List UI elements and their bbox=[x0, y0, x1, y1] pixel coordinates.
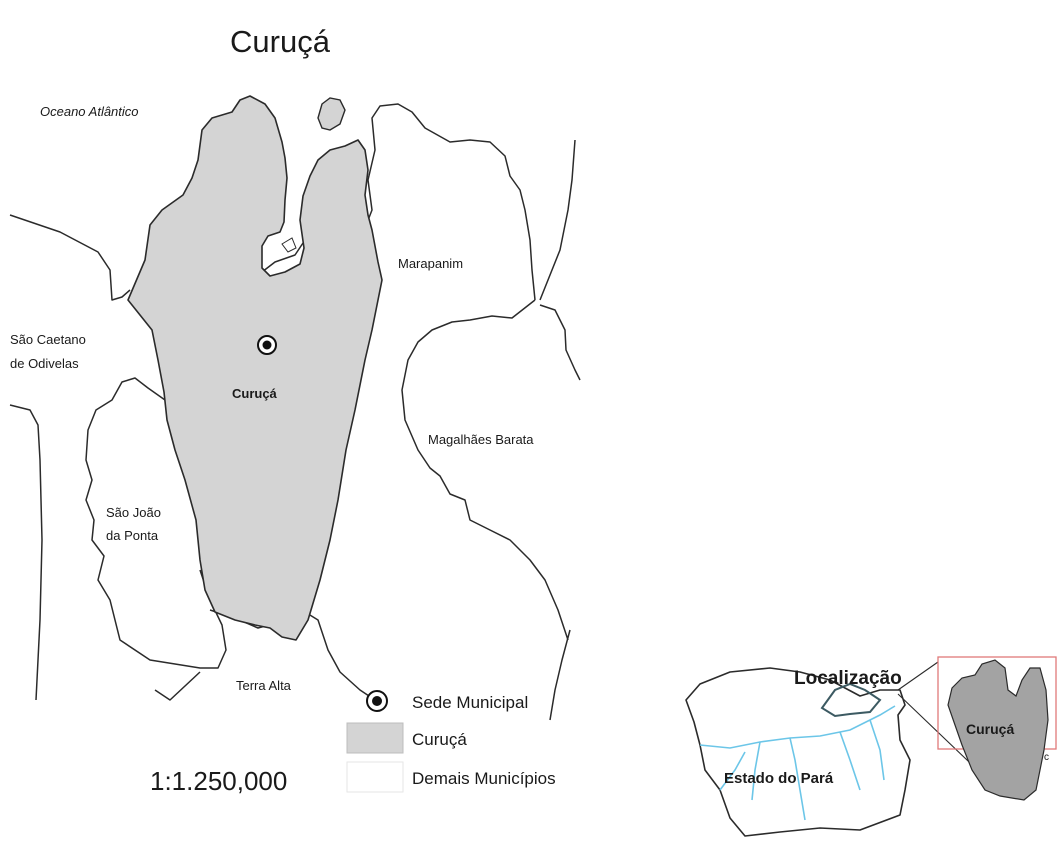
label-terra-alta: Terra Alta bbox=[236, 678, 292, 693]
inset-title: Localização bbox=[794, 668, 902, 689]
inset-curuca-area bbox=[947, 659, 1049, 801]
label-curuca: Curuçá bbox=[232, 386, 278, 401]
boundary-inner-coast bbox=[261, 239, 306, 273]
label-marapanim: Marapanim bbox=[398, 256, 463, 271]
curuca-island bbox=[317, 97, 346, 131]
legend-demais-label: Demais Municípios bbox=[412, 769, 556, 788]
inset-curuca-label: Curuçá bbox=[966, 721, 1014, 737]
curuca-area bbox=[127, 95, 383, 641]
label-ocean: Oceano Atlântico bbox=[40, 104, 139, 119]
location-inset: Localização Estado do Pará Curuçá c bbox=[685, 656, 1057, 837]
label-magalhaes: Magalhães Barata bbox=[428, 432, 534, 447]
label-sao-caetano-1: São Caetano bbox=[10, 332, 86, 347]
boundary-magalhaes-west bbox=[401, 299, 569, 641]
inset-cut-letter: c bbox=[1044, 752, 1049, 763]
municipal-boundaries bbox=[9, 103, 581, 721]
label-sao-joao-2: da Ponta bbox=[106, 528, 159, 543]
legend-sede-label: Sede Municipal bbox=[412, 693, 528, 712]
boundary-east-edge bbox=[549, 629, 571, 721]
legend-curuca-label: Curuçá bbox=[412, 730, 467, 749]
legend-curuca-swatch bbox=[346, 722, 404, 754]
inlet bbox=[281, 237, 297, 253]
estuary bbox=[820, 682, 882, 718]
legend: Sede Municipal Curuçá Demais Municípios bbox=[346, 690, 556, 793]
label-sao-joao-1: São João bbox=[106, 505, 161, 520]
inset-state-label: Estado do Pará bbox=[724, 770, 834, 787]
rivers bbox=[699, 705, 896, 821]
sede-marker bbox=[257, 335, 277, 355]
legend-sede-symbol bbox=[366, 690, 388, 712]
map-title: Curuçá bbox=[230, 24, 331, 59]
boundary-marapanim-east bbox=[539, 139, 576, 301]
boundary-magalhaes-north bbox=[539, 304, 581, 381]
boundary-sao-caetano-north bbox=[9, 214, 131, 301]
label-sao-caetano-2: de Odivelas bbox=[10, 356, 79, 371]
scale-label: 1:1.250,000 bbox=[150, 766, 287, 796]
state-para-outline bbox=[685, 667, 911, 837]
boundary-marapanim-coast bbox=[364, 103, 536, 301]
boundary-sao-caetano-south bbox=[9, 404, 43, 701]
boundary-sao-joao bbox=[85, 377, 227, 669]
legend-demais-swatch bbox=[346, 761, 404, 793]
boundary-terra-alta bbox=[154, 671, 201, 701]
